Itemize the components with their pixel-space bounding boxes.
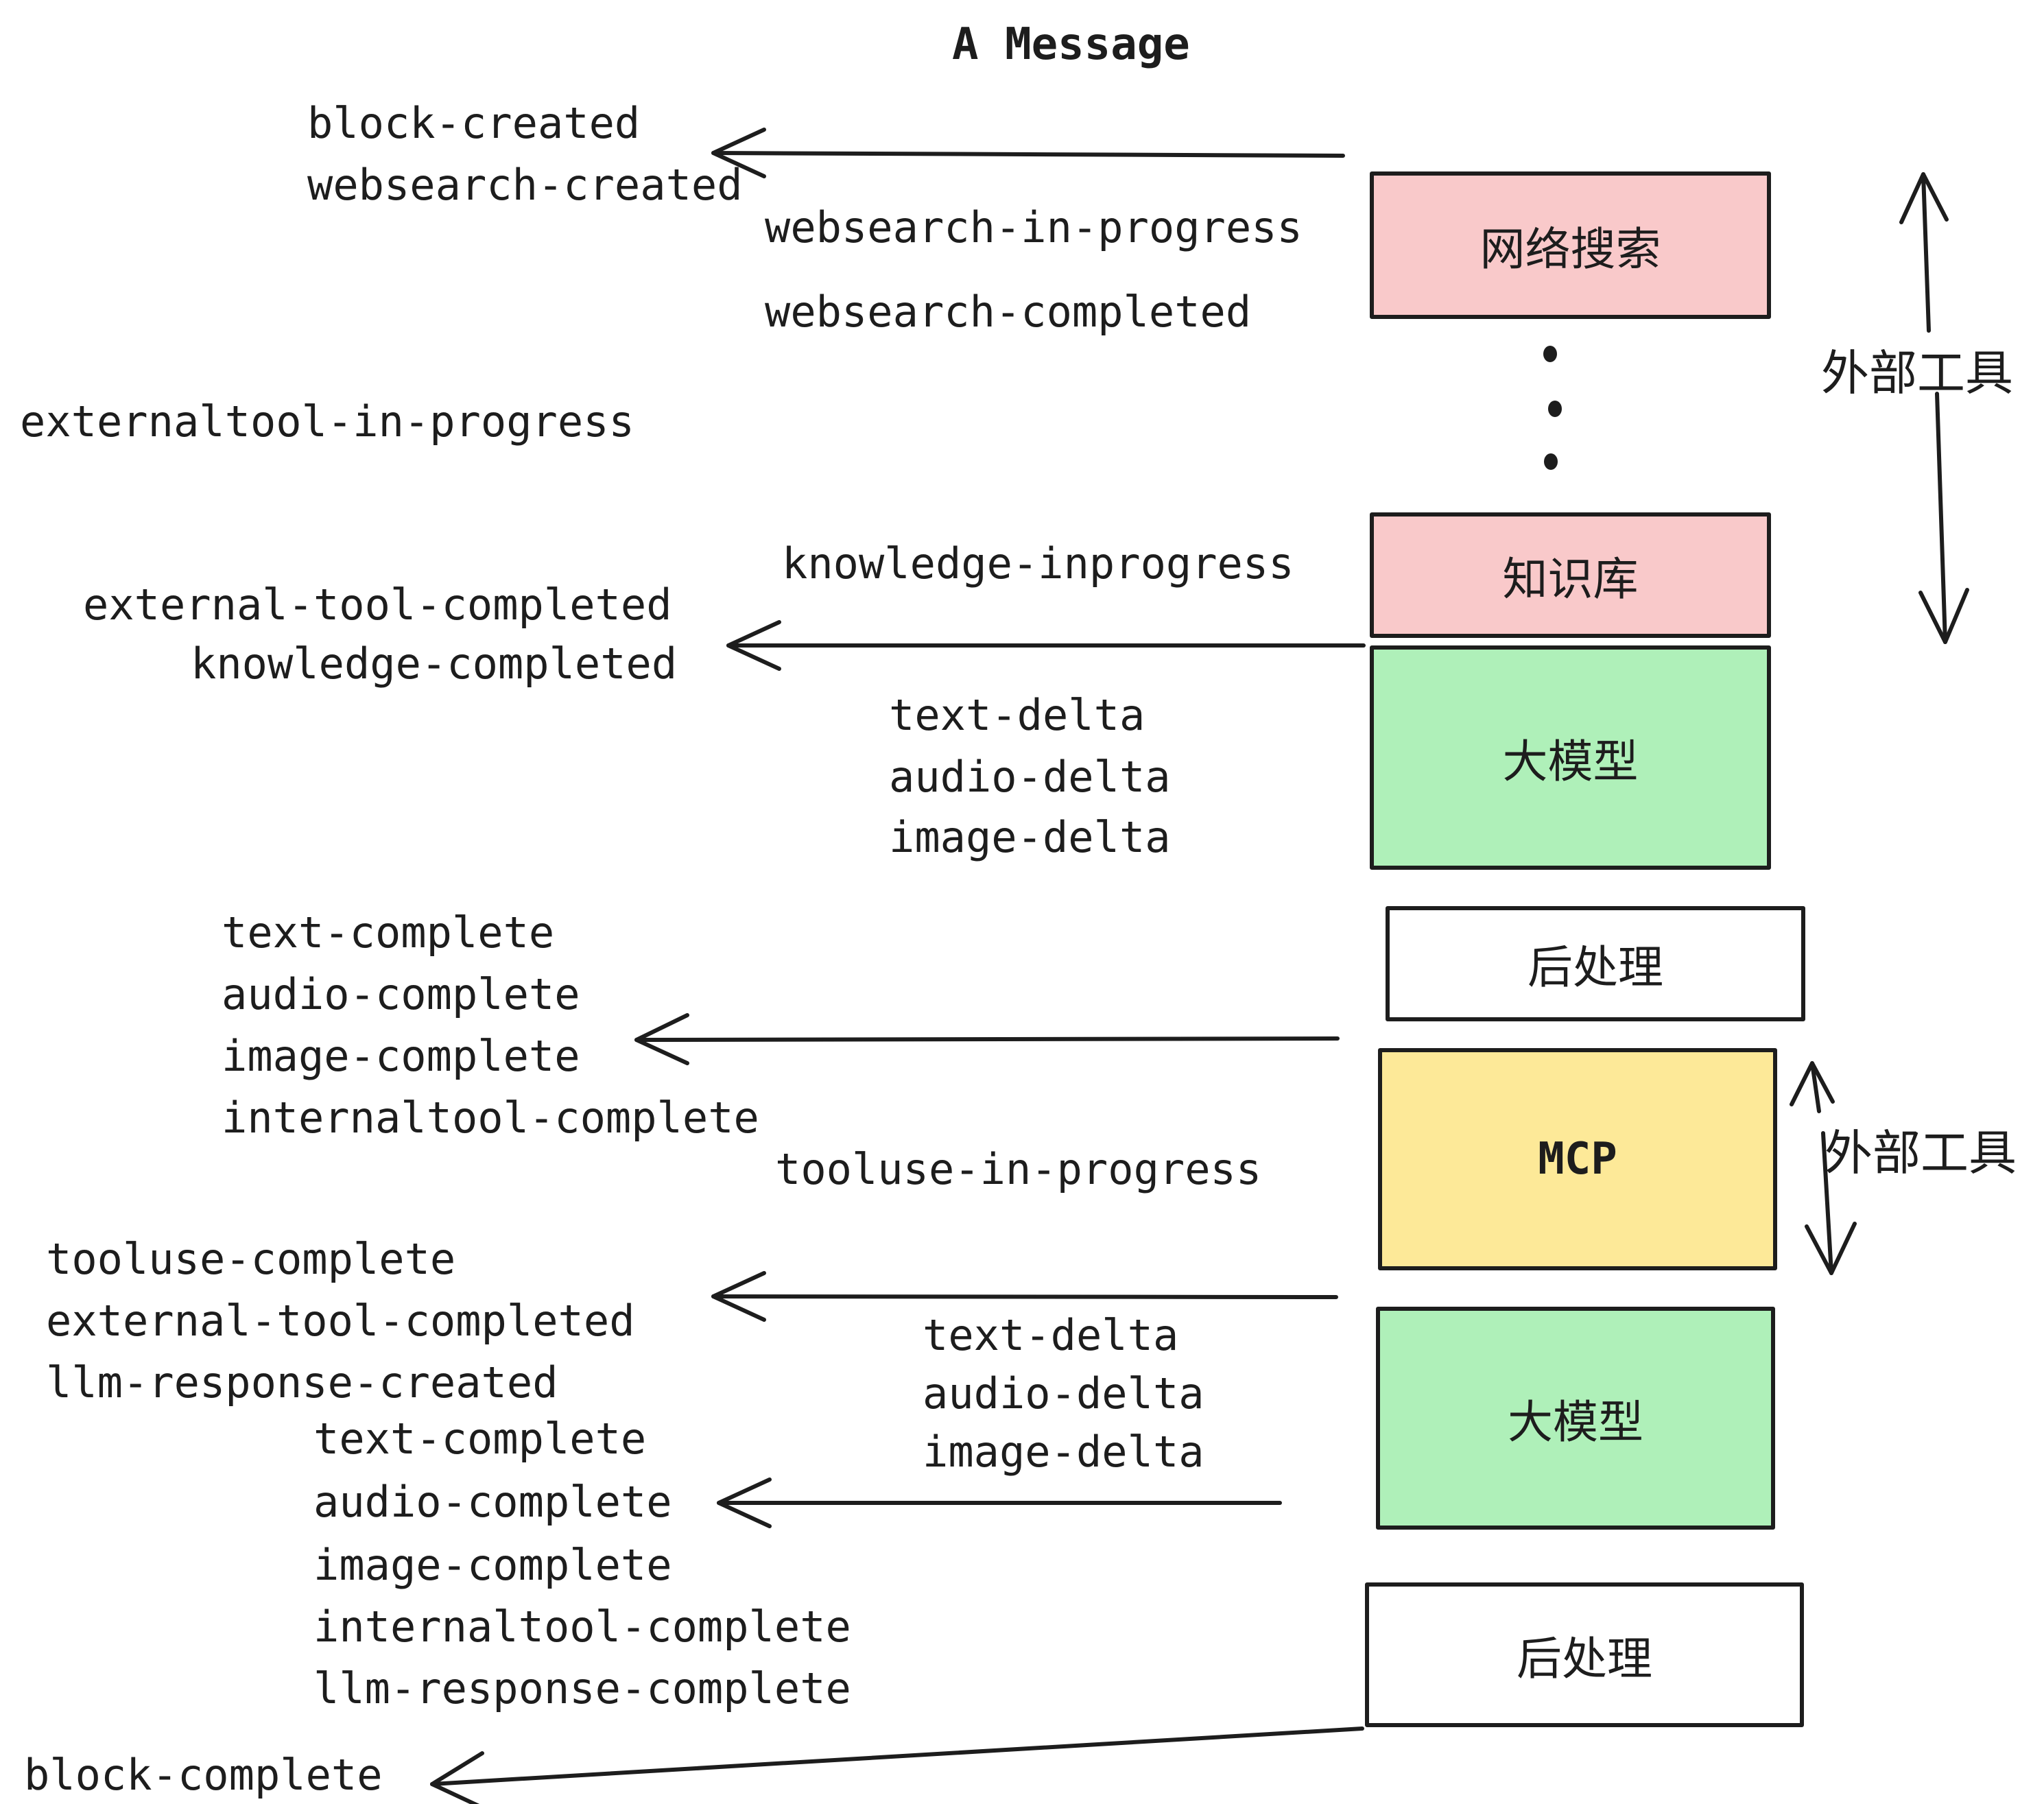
event-image-complete: image-complete xyxy=(222,1031,580,1081)
event-audio-delta-2: audio-delta xyxy=(923,1368,1204,1419)
event-text-complete-2: text-complete xyxy=(313,1414,647,1464)
box-postprocess-2: 后处理 xyxy=(1365,1582,1804,1727)
event-knowledge-completed: knowledge-completed xyxy=(191,639,678,689)
box-websearch: 网络搜索 xyxy=(1370,171,1771,319)
box-mcp: MCP xyxy=(1378,1048,1777,1270)
external-tools-mid-up-arrow xyxy=(1790,1061,1835,1113)
event-llm-response-created: llm-response-created xyxy=(46,1357,558,1408)
box-llm-1-label: 大模型 xyxy=(1502,735,1639,788)
arrow-websearch-to-created xyxy=(711,128,1345,178)
arrow-llm2-complete xyxy=(717,1477,1282,1528)
event-websearch-in-progress: websearch-in-progress xyxy=(765,202,1303,252)
external-tools-top-up-arrow xyxy=(1899,172,1949,333)
event-tooluse-complete: tooluse-complete xyxy=(46,1234,456,1284)
event-internaltool-complete: internaltool-complete xyxy=(222,1093,759,1143)
event-external-tool-completed-2: external-tool-completed xyxy=(46,1296,635,1346)
event-image-complete-2: image-complete xyxy=(313,1540,672,1590)
event-block-complete: block-complete xyxy=(24,1750,383,1800)
event-external-tool-completed: external-tool-completed xyxy=(83,580,672,630)
event-internaltool-complete-2: internaltool-complete xyxy=(313,1602,851,1652)
box-postprocess-1-label: 后处理 xyxy=(1528,941,1663,994)
event-audio-complete: audio-complete xyxy=(222,969,580,1019)
box-websearch-label: 网络搜索 xyxy=(1479,222,1661,276)
box-mcp-label: MCP xyxy=(1538,1134,1617,1185)
box-knowledge: 知识库 xyxy=(1370,512,1771,638)
event-block-created: block-created xyxy=(307,98,641,148)
event-llm-response-complete: llm-response-complete xyxy=(313,1663,851,1713)
event-text-delta-2: text-delta xyxy=(923,1310,1179,1360)
external-tools-top-down-arrow xyxy=(1918,392,1969,644)
event-knowledge-inprogress: knowledge-inprogress xyxy=(782,538,1294,589)
ellipsis-dots xyxy=(1543,346,1562,470)
arrow-knowledge-completed xyxy=(726,620,1366,671)
event-text-delta: text-delta xyxy=(889,690,1145,740)
box-llm-1: 大模型 xyxy=(1370,645,1771,870)
external-tools-label-top: 外部工具 xyxy=(1821,345,2013,401)
diagram-title: A Message xyxy=(952,19,1190,70)
event-image-delta: image-delta xyxy=(889,812,1171,862)
box-postprocess-1: 后处理 xyxy=(1386,906,1805,1021)
event-audio-delta: audio-delta xyxy=(889,752,1171,802)
external-tools-label-mid: 外部工具 xyxy=(1825,1125,2017,1181)
event-image-delta-2: image-delta xyxy=(923,1427,1204,1477)
event-websearch-created: websearch-created xyxy=(307,160,743,210)
box-llm-2: 大模型 xyxy=(1376,1307,1775,1530)
box-postprocess-2-label: 后处理 xyxy=(1517,1632,1652,1685)
box-llm-2-label: 大模型 xyxy=(1508,1395,1643,1449)
box-knowledge-label: 知识库 xyxy=(1502,552,1639,606)
arrow-internal-complete xyxy=(634,1013,1340,1065)
event-externaltool-in-progress: externaltool-in-progress xyxy=(20,396,634,447)
event-websearch-completed: websearch-completed xyxy=(765,287,1252,337)
event-tooluse-in-progress: tooluse-in-progress xyxy=(775,1144,1262,1194)
event-text-complete: text-complete xyxy=(222,907,555,958)
event-audio-complete-2: audio-complete xyxy=(313,1477,672,1527)
arrow-block-complete xyxy=(430,1726,1364,1804)
